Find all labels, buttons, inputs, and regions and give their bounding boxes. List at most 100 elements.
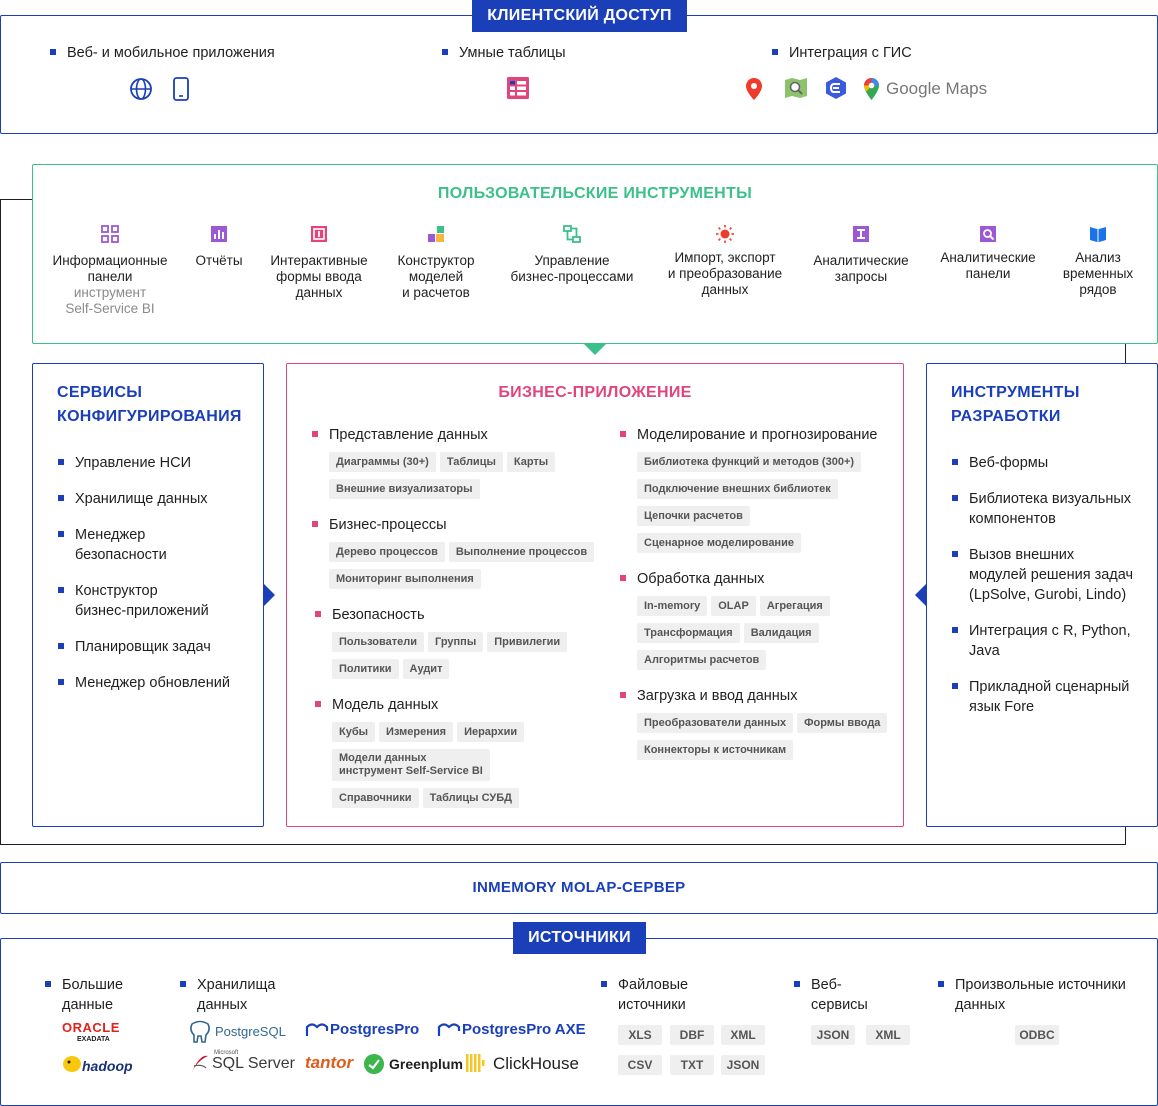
book-icon xyxy=(1090,227,1106,242)
chip: Подключение внешних библиотек xyxy=(637,479,838,499)
ba-section-title: Бизнес-процессы xyxy=(312,517,447,533)
sources-title: ИСТОЧНИКИ xyxy=(513,922,646,954)
src-chip: TXT xyxy=(670,1055,714,1075)
tool-time-series[interactable]: Анализ временных рядов xyxy=(1055,225,1141,298)
tool-label: Отчёты xyxy=(195,253,243,268)
tool-bpm[interactable]: Управление бизнес-процессами xyxy=(500,225,644,285)
src-chip: XLS xyxy=(618,1025,662,1045)
chip: Трансформация xyxy=(637,623,740,643)
src-chip: XML xyxy=(866,1025,910,1045)
config-item: Планировщик задач xyxy=(58,639,211,655)
molap-server-panel xyxy=(0,862,1158,914)
postgresql-elephant-icon xyxy=(190,1020,210,1043)
postgrespro-icon xyxy=(305,1023,329,1036)
chip: Выполнение процессов xyxy=(448,542,595,562)
chip: Цепочки расчетов xyxy=(637,506,750,526)
client-access-panel xyxy=(0,15,1158,134)
globe-icon xyxy=(130,78,152,100)
gis-hexagon-icon xyxy=(826,77,846,99)
chip: Мониторинг выполнения xyxy=(329,569,481,589)
config-services-panel xyxy=(32,363,264,827)
src-web: Веб-сервисы xyxy=(794,977,868,1013)
ba-section-title: Безопасность xyxy=(315,607,425,623)
chip: Пользователи xyxy=(332,632,425,652)
chip: Политики xyxy=(332,659,399,679)
client-item-gis: Интеграция с ГИС xyxy=(772,45,912,61)
postgrespro-axe-icon xyxy=(437,1023,461,1036)
tool-analytic-queries[interactable]: Аналитические запросы xyxy=(802,225,920,285)
left-arrow-icon xyxy=(915,583,927,607)
ba-section-title: Обработка данных xyxy=(619,571,765,587)
client-access-title: КЛИЕНТСКИЙ ДОСТУП xyxy=(472,0,687,32)
tool-info-panels[interactable]: Информационные панели инструмент Self-Se… xyxy=(45,225,175,317)
form-icon xyxy=(311,226,327,242)
chip: OLAP xyxy=(711,596,756,616)
map-pin-icon xyxy=(746,78,762,100)
tool-reports[interactable]: Отчёты xyxy=(178,225,260,269)
client-item-web-mobile: Веб- и мобильное приложения xyxy=(50,45,275,61)
tool-label: панели xyxy=(965,266,1011,281)
query-icon xyxy=(853,226,869,242)
chip: Коннекторы к источникам xyxy=(637,740,794,760)
client-item-smart-tables: Умные таблицы xyxy=(442,45,566,61)
oracle-logo: ORACLE xyxy=(62,1020,120,1035)
chip: Преобразователи данных xyxy=(637,713,794,733)
right-arrow-icon xyxy=(263,583,275,607)
down-arrow-icon xyxy=(583,343,607,355)
transform-sun-icon xyxy=(716,225,734,243)
google-maps-pin-icon xyxy=(864,78,879,100)
ba-section-title: Представление данных xyxy=(312,427,488,443)
tool-label: Конструктор xyxy=(397,253,475,268)
left-frame-line xyxy=(0,199,33,845)
tool-import-export[interactable]: Импорт, экспорт и преобразование данных xyxy=(655,225,795,298)
chip: Таблицы xyxy=(439,452,503,472)
tool-label: формы ввода xyxy=(276,269,362,284)
title-line: КОНФИГУРИРОВАНИЯ xyxy=(57,408,242,425)
tool-label: панели xyxy=(87,269,133,284)
tool-label: временных xyxy=(1062,266,1134,281)
title-line: ИНСТРУМЕНТЫ xyxy=(951,384,1080,401)
microsoft-small-label: Microsoft xyxy=(214,1050,239,1056)
hadoop-logo: hadoop xyxy=(82,1058,133,1074)
tool-label: рядов xyxy=(1079,282,1117,297)
greenplum-icon xyxy=(364,1054,384,1074)
tool-label: Управление xyxy=(534,253,610,268)
clickhouse-logo: ClickHouse xyxy=(493,1054,579,1073)
process-flow-icon xyxy=(563,225,581,243)
tool-label: моделей xyxy=(408,269,464,284)
src-chip: ODBC xyxy=(1015,1025,1059,1045)
tool-label: данных xyxy=(701,282,749,297)
dev-tools-title: ИНСТРУМЕНТЫ РАЗРАБОТКИ xyxy=(951,381,1080,429)
tool-analytic-panels[interactable]: Аналитические панели xyxy=(930,225,1046,282)
report-icon xyxy=(211,226,227,242)
hadoop-elephant-icon xyxy=(63,1056,81,1072)
title-line: РАЗРАБОТКИ xyxy=(951,408,1061,425)
tool-label: запросы xyxy=(834,269,888,284)
tool-label: данных xyxy=(295,285,343,300)
clickhouse-icon xyxy=(466,1054,485,1072)
tool-label: и расчетов xyxy=(402,285,470,300)
model-blocks-icon xyxy=(428,226,444,242)
postgrespro-axe-logo: PostgresPro AXE xyxy=(462,1021,586,1038)
tool-label: Интерактивные xyxy=(270,253,368,268)
postgresql-logo: PostgreSQL xyxy=(215,1024,286,1039)
molap-server-title: INMEMORY MOLAP-СЕРВЕР xyxy=(472,879,686,896)
chip: Дерево процессов xyxy=(329,542,445,562)
title-line: СЕРВИСЫ xyxy=(57,384,143,401)
src-chip: JSON xyxy=(721,1055,765,1075)
tool-input-forms[interactable]: Интерактивные формы ввода данных xyxy=(260,225,378,301)
src-chip: JSON xyxy=(811,1025,855,1045)
bottom-frame-line xyxy=(0,844,1126,845)
ba-section-title: Модель данных xyxy=(314,697,439,713)
tool-model-builder[interactable]: Конструктор моделей и расчетов xyxy=(383,225,489,301)
